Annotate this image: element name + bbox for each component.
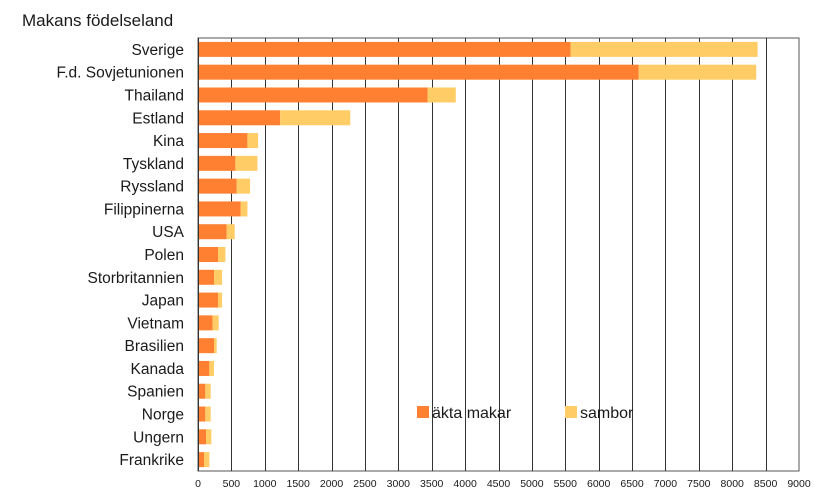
- x-tick-label: 1500: [286, 478, 310, 490]
- bar-akta-makar: [198, 292, 219, 308]
- category-label: Thailand: [125, 87, 184, 104]
- bar-akta-makar: [198, 429, 207, 445]
- category-label: F.d. Sovjetunionen: [56, 65, 184, 82]
- category-label: Kina: [153, 133, 184, 150]
- legend-swatch: [417, 406, 429, 418]
- bar-sambor: [204, 452, 210, 468]
- category-label: Storbritannien: [87, 270, 184, 287]
- bar-sambor: [214, 269, 223, 285]
- bar-sambor: [236, 178, 251, 194]
- bar-sambor: [205, 383, 211, 399]
- category-label: Norge: [142, 407, 184, 424]
- x-tick-label: 4500: [487, 478, 511, 490]
- bar-akta-makar: [198, 224, 227, 240]
- category-label: Ungern: [133, 429, 184, 446]
- category-label: Polen: [144, 247, 184, 264]
- bar-akta-makar: [198, 201, 241, 217]
- category-label: Spanien: [127, 384, 184, 401]
- bar-akta-makar: [198, 247, 219, 262]
- x-tick-label: 3000: [387, 478, 411, 490]
- legend-swatch: [565, 406, 577, 418]
- category-label: Vietnam: [127, 315, 184, 332]
- x-tick-label: 5500: [554, 478, 578, 490]
- bar-sambor: [209, 360, 215, 376]
- category-label: Frankrike: [119, 452, 184, 469]
- x-tick-label: 7500: [687, 478, 711, 490]
- x-tick-label: 8500: [754, 478, 778, 490]
- bar-sambor: [206, 429, 212, 445]
- x-tick-label: 9000: [787, 478, 811, 490]
- legend: äkta makar sambor: [417, 405, 634, 422]
- bar-akta-makar: [198, 64, 639, 80]
- bar-akta-makar: [198, 406, 206, 422]
- bar-sambor: [427, 87, 456, 103]
- bar-sambor: [240, 201, 248, 217]
- bar-sambor: [218, 292, 223, 308]
- x-tick-label: 8000: [721, 478, 745, 490]
- category-label: Ryssland: [120, 179, 184, 196]
- x-tick-label: 7000: [654, 478, 678, 490]
- x-tick-label: 2000: [320, 478, 344, 490]
- bar-sambor: [570, 41, 758, 57]
- bar-sambor: [226, 224, 235, 240]
- bar-akta-makar: [198, 360, 210, 376]
- category-label: USA: [152, 224, 185, 241]
- x-tick-label: 5000: [520, 478, 544, 490]
- bar-akta-makar: [198, 269, 215, 285]
- bar-akta-makar: [198, 338, 215, 354]
- bar-sambor: [638, 64, 757, 80]
- x-tick-label: 500: [223, 478, 241, 490]
- bar-sambor: [280, 110, 351, 126]
- category-label: Kanada: [131, 361, 185, 378]
- x-tick-label: 0: [195, 478, 201, 490]
- bar-akta-makar: [198, 315, 213, 331]
- bar-akta-makar: [198, 133, 248, 149]
- category-label: Brasilien: [125, 338, 184, 355]
- x-tick-label: 4000: [453, 478, 477, 490]
- category-label: Japan: [142, 293, 184, 310]
- x-tick-label: 6500: [620, 478, 644, 490]
- category-label: Sverige: [131, 42, 184, 59]
- chart-title: Makans födelseland: [22, 11, 173, 30]
- x-tick-label: 3500: [420, 478, 444, 490]
- bar-sambor: [218, 247, 226, 262]
- category-label: Filippinerna: [104, 201, 185, 218]
- bar-akta-makar: [198, 87, 428, 103]
- bar-sambor: [235, 155, 258, 171]
- bar-sambor: [214, 338, 217, 354]
- bar-sambor: [212, 315, 219, 331]
- bar-sambor: [205, 406, 211, 422]
- legend-label: äkta makar: [432, 405, 512, 422]
- bar-akta-makar: [198, 452, 205, 468]
- bar-akta-makar: [198, 383, 206, 399]
- x-tick-label: 6000: [587, 478, 611, 490]
- plot-area: 0 500 1000 1500 2000 2500 3000 3500 4000 4500 5000…: [56, 37, 811, 490]
- category-label: Estland: [132, 110, 184, 127]
- bar-sambor: [247, 133, 259, 149]
- bar-akta-makar: [198, 178, 237, 194]
- x-tick-label: 2500: [353, 478, 377, 490]
- bar-akta-makar: [198, 110, 281, 126]
- x-tick-label: 1000: [253, 478, 277, 490]
- legend-label: sambor: [580, 405, 634, 422]
- bar-akta-makar: [198, 41, 571, 57]
- category-label: Tyskland: [123, 156, 184, 173]
- bar-akta-makar: [198, 155, 236, 171]
